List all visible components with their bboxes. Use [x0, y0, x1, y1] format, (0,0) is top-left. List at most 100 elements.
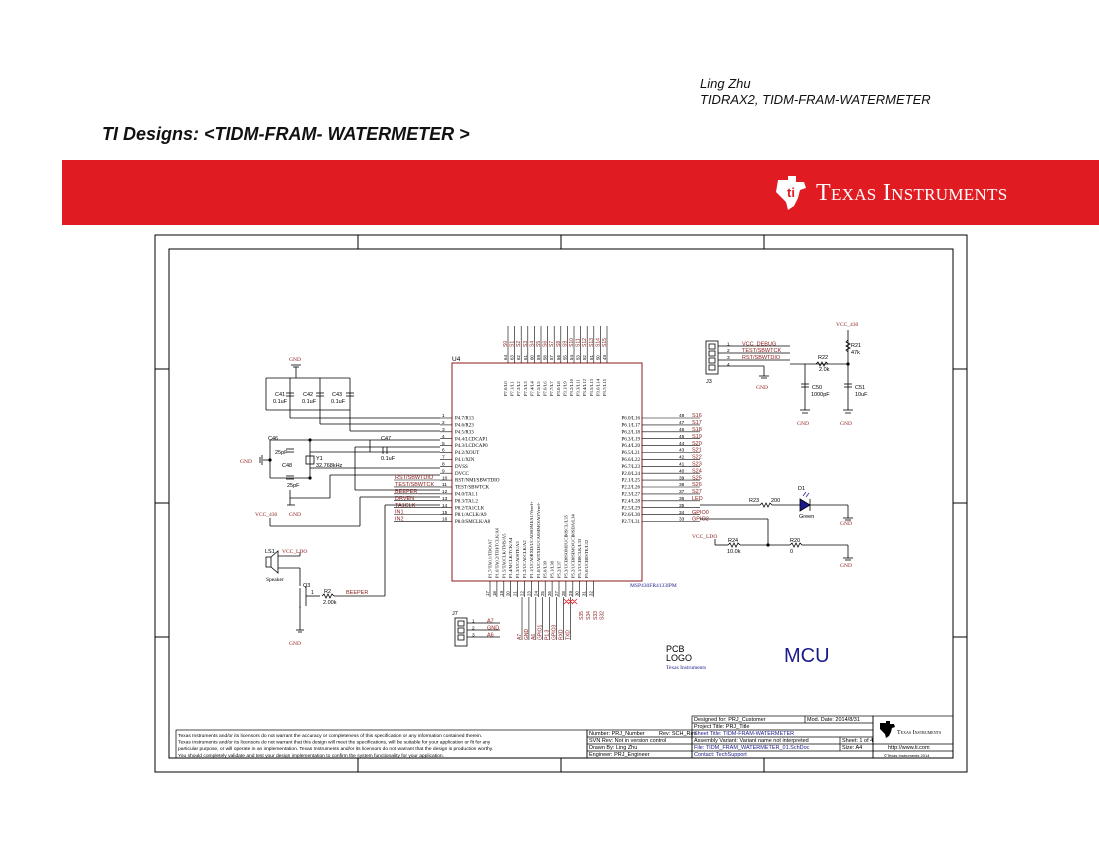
- u4-net-label: S4: [529, 341, 535, 347]
- u4-pin-name: P3.2/L10: [569, 378, 574, 396]
- u4-pin-number: 23: [526, 591, 531, 596]
- sheet-frame: [154, 234, 968, 773]
- tb-engineer: Engineer: PRJ_Engineer: [589, 752, 650, 758]
- u4-pin-name: P6.6/L22: [622, 458, 641, 463]
- u4-pin-number: 15: [442, 510, 448, 516]
- u4-pin-name: P4.3/LCDCAP0: [455, 444, 488, 449]
- u4-pin-number: 5: [442, 441, 445, 447]
- u4-pin-number: 26: [547, 591, 552, 596]
- y1-ref: Y1: [316, 456, 323, 462]
- u4-pin-name: P2.7/L31: [622, 520, 641, 525]
- gnd-label-9: GND: [840, 563, 852, 569]
- pcb-logo-line3: Texas Instruments: [666, 665, 706, 671]
- tb-sheet: Sheet: 1 of 4: [842, 738, 873, 744]
- u4-pin-number: 11: [442, 482, 447, 488]
- tb-contact: Contact: TechSupport: [694, 752, 747, 758]
- vcc-wire: [269, 496, 440, 527]
- u4-pin-name: P3.5/L13: [589, 378, 594, 396]
- u4-net-label: S22: [692, 455, 702, 461]
- c46-ref: C46: [268, 436, 278, 442]
- u4-pin-name: P5.1/UCB0CLK/L33: [577, 538, 582, 578]
- u4-pin-name: P7.0/L0: [503, 381, 508, 396]
- u4-pin-name: P1.7/TA0.1/TDO/A7: [488, 539, 493, 578]
- tb-url: http://www.ti.com: [888, 745, 930, 751]
- u4-pin-number: 53: [576, 355, 581, 360]
- u4-pin-name: P2.4/L28: [622, 499, 641, 504]
- u4-top-pins: P7.0/L064S0P7.1/L163S1P7.2/L262S2P7.3/L3…: [503, 326, 608, 396]
- u4-pin-name: P4.1/XIN: [455, 458, 475, 463]
- r2-ref: R2: [324, 589, 331, 595]
- vcc-ldo-label-1: VCC_LDO: [282, 549, 307, 555]
- u4-pin-number: 59: [536, 355, 541, 360]
- j3-ref: J3: [706, 379, 712, 385]
- j3-net-label: VCC_DEBUG: [742, 341, 776, 347]
- u4-net-label: S12: [582, 338, 588, 347]
- u4-pin-name: P8.1/ACLK/A9: [455, 513, 487, 518]
- gnd-label-7: GND: [840, 421, 852, 427]
- u4-pin-number: 39: [679, 475, 685, 481]
- u4-net-label: S17: [692, 420, 702, 426]
- gnd-label-6: GND: [797, 421, 809, 427]
- u4-net-label: S0: [503, 341, 509, 347]
- u4-pin-number: 2: [442, 420, 445, 426]
- vcc430-label-1: VCC_430: [255, 512, 278, 518]
- gnd-label-5: GND: [756, 385, 768, 391]
- u4-pin-number: 40: [679, 468, 685, 474]
- j3-pin-number: 3: [727, 355, 730, 361]
- u4-pin-number: 49: [602, 355, 607, 360]
- left-net-label: IN2: [395, 517, 404, 523]
- j7-pin-number: 1: [472, 618, 475, 624]
- r2-val: 2.00k: [323, 600, 337, 606]
- pcb-logo-line1: PCB: [666, 644, 685, 654]
- u4-pin-number: 56: [556, 355, 561, 360]
- u4-net-label: S9: [562, 341, 568, 347]
- ls1-label: Speaker: [266, 577, 284, 583]
- u4-pin-name: P2.5/L29: [622, 506, 641, 511]
- u4-pin-number: 60: [529, 355, 534, 360]
- u4-pin-number: 10: [442, 475, 448, 481]
- r22-val: 2.0k: [819, 367, 830, 373]
- u4-pin-number: 54: [569, 355, 574, 360]
- u4-pin-number: 52: [582, 355, 587, 360]
- u4-bottom-net-label: GPIO3: [552, 624, 558, 640]
- u4-bottom-net-label: RXD: [558, 629, 564, 640]
- u4-pin-name: P2.1/L25: [622, 479, 641, 484]
- u4-pin-name: P5.1/L38: [550, 560, 555, 578]
- c42-val: 0.1uF: [302, 399, 317, 405]
- u4-pin-name: P2.3/L27: [622, 493, 641, 498]
- j3-header: [705, 330, 853, 414]
- r22-ref: R22: [818, 355, 828, 361]
- u4-ref: U4: [452, 356, 461, 363]
- u4-pin-number: 8: [442, 462, 445, 468]
- u4-pin-name: P6.7/L23: [622, 465, 641, 470]
- u4-pin-name: P4.5/R33: [455, 430, 474, 435]
- u4-bottom-net-label: S33: [593, 611, 599, 620]
- r23-val: 200: [771, 498, 780, 504]
- u4-pin-name: P8.0/SMCLK/A8: [455, 520, 491, 525]
- u4-pin-name: P1.4/MCLK/TCK/A4: [508, 537, 513, 578]
- u4-pin-number: 63: [510, 355, 515, 360]
- u4-pin-name: TEST/SBWTCK: [455, 486, 490, 491]
- d1-ref: D1: [798, 486, 805, 492]
- u4-pin-number: 34: [679, 510, 685, 516]
- led-circuit: [700, 498, 853, 561]
- u4-net-label: S20: [692, 441, 702, 447]
- j3-pin-number: 4: [727, 362, 730, 368]
- crystal-section: [259, 439, 440, 506]
- u4-pin-number: 32: [589, 591, 594, 596]
- j7-net-label: A6: [487, 632, 494, 638]
- u4-pin-number: 22: [520, 591, 525, 596]
- j3-net-label: RST/SBWTDIO: [742, 355, 781, 361]
- r20-ref: R20: [790, 538, 800, 544]
- u4-net-label: S15: [602, 338, 608, 347]
- q3-pin: 1: [311, 590, 314, 596]
- u4-pin-name: P4.6/R23: [455, 424, 474, 429]
- left-net-label: TA1CLK: [395, 503, 416, 509]
- tb-sheet-title: Sheet Title: TIDM-FRAM-WATERMETER: [694, 731, 794, 737]
- c47-val: 0.1uF: [381, 456, 396, 462]
- u4-pin-name: P7.7/L7: [549, 381, 554, 396]
- u4-pin-number: 19: [499, 591, 504, 596]
- u4-pin-number: 43: [679, 448, 685, 454]
- u4-pin-name: P1.0/UCA0TXD/UCA0SIMO/A0/Veref-: [536, 502, 541, 578]
